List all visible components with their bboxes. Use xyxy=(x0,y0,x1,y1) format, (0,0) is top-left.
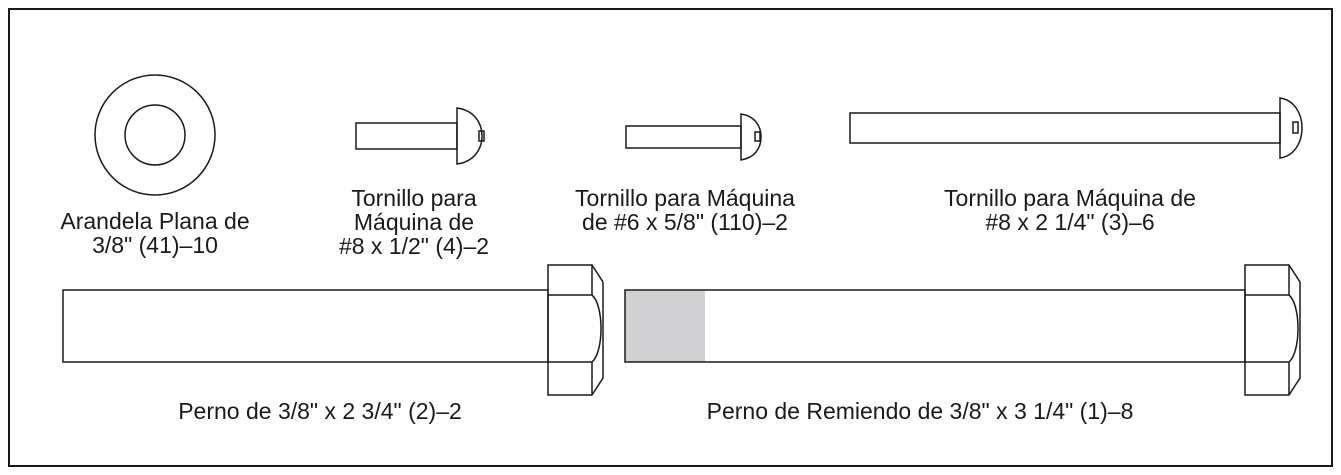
bolt-3-8x2-3-4-drawing xyxy=(62,264,604,396)
machine-screw-6x5-8-drawing xyxy=(625,113,762,161)
machine-screw-8x2-1-4-drawing xyxy=(849,97,1303,159)
patch-bolt-3-8x3-1-4-drawing xyxy=(624,264,1301,396)
patch-bolt-3-8x3-1-4-label: Perno de Remiendo de 3/8" x 3 1/4" (1)–8 xyxy=(706,398,1134,424)
flat-washer-drawing xyxy=(94,74,216,196)
bolt-3-8x2-3-4-label: Perno de 3/8" x 2 3/4" (2)–2 xyxy=(178,398,462,424)
screw-6x5-8-label: Tornillo para Máquina de #6 x 5/8" (110)… xyxy=(575,185,795,235)
machine-screw-8x1-2-drawing xyxy=(355,107,485,165)
chart-border xyxy=(8,8,1333,467)
screw-8x1-2-label: Tornillo para Máquina de #8 x 1/2" (4)–2 xyxy=(338,185,490,259)
washer-label: Arandela Plana de 3/8" (41)–10 xyxy=(60,208,250,258)
screw-8x2-1-4-label: Tornillo para Máquina de #8 x 2 1/4" (3)… xyxy=(944,185,1196,235)
